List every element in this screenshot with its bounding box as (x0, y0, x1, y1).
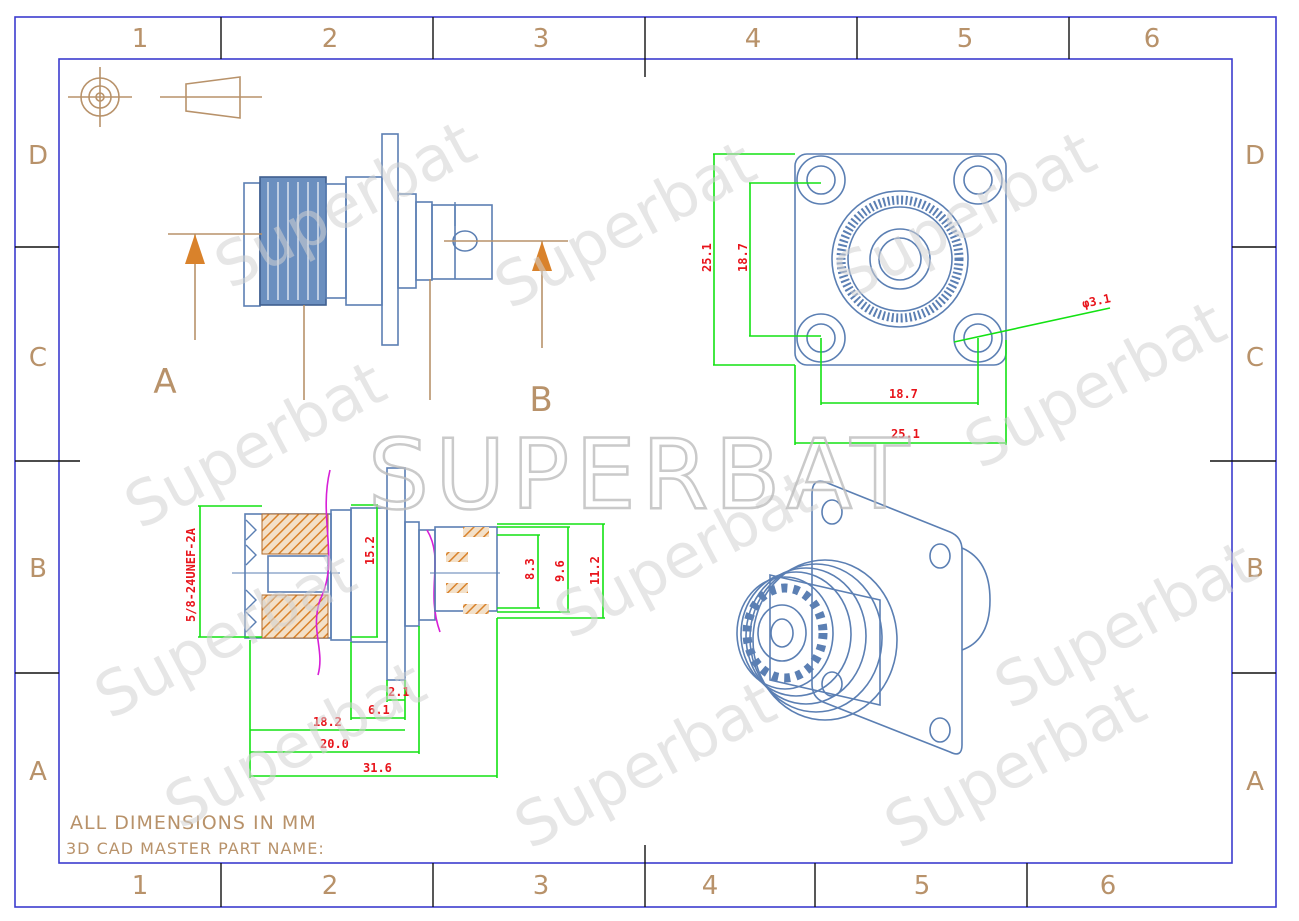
dim-9-6: 9.6 (553, 560, 567, 582)
row-label-right-b: B (1246, 554, 1264, 584)
dim-vertical-18-7: 18.7 (736, 243, 750, 272)
dim-11-2: 11.2 (588, 556, 602, 585)
front-view (713, 153, 1111, 445)
column-label-top-6: 6 (1144, 24, 1161, 54)
watermark-small: Superbat (953, 286, 1237, 483)
column-label-bottom-4: 4 (702, 871, 719, 901)
column-label-top-3: 3 (533, 24, 550, 54)
section-label-a: A (153, 362, 176, 402)
column-label-bottom-5: 5 (914, 871, 931, 901)
dim-2-1: 2.1 (388, 685, 410, 699)
row-label-left-b: B (29, 554, 47, 584)
watermark-brand: SUPERBAT (368, 419, 915, 531)
column-label-bottom-2: 2 (322, 871, 339, 901)
section-view (198, 467, 605, 778)
column-label-top-1: 1 (132, 24, 149, 54)
dim-31-6: 31.6 (363, 761, 392, 775)
column-label-bottom-1: 1 (132, 871, 149, 901)
side-view (168, 133, 568, 400)
dim-18-2: 18.2 (313, 715, 342, 729)
column-label-bottom-6: 6 (1100, 871, 1117, 901)
watermark-layer: Superbat Superbat Superbat Superbat Supe… (83, 106, 1267, 863)
dim-8-3: 8.3 (523, 558, 537, 580)
row-label-right-a: A (1246, 767, 1264, 797)
watermark-small: Superbat (503, 666, 787, 863)
drawing-frame (14, 16, 1277, 908)
column-label-top-5: 5 (957, 24, 974, 54)
dim-horizontal-18-7: 18.7 (889, 387, 918, 401)
dim-15-2: 15.2 (363, 536, 377, 565)
row-label-right-d: D (1245, 141, 1265, 171)
dim-20-0: 20.0 (320, 737, 349, 751)
dim-horizontal-25-1: 25.1 (891, 427, 920, 441)
row-label-left-d: D (28, 141, 48, 171)
column-label-top-4: 4 (745, 24, 762, 54)
section-label-b: B (529, 380, 552, 420)
row-label-left-c: C (29, 343, 47, 373)
row-label-left-a: A (29, 757, 47, 787)
column-label-bottom-3: 3 (533, 871, 550, 901)
units-note: ALL DIMENSIONS IN MM (70, 812, 317, 834)
isometric-view (736, 480, 991, 755)
part-name-note: 3D CAD MASTER PART NAME: (66, 839, 325, 858)
dim-vertical-25-1: 25.1 (700, 243, 714, 272)
dim-thread: 5/8-24UNEF-2A (184, 527, 198, 622)
dim-hole-diameter: φ3.1 (1081, 291, 1112, 311)
watermark-small: Superbat (483, 126, 767, 323)
column-label-top-2: 2 (322, 24, 339, 54)
dim-6-1: 6.1 (368, 703, 390, 717)
row-label-right-c: C (1246, 343, 1264, 373)
projection-symbol (68, 67, 262, 127)
